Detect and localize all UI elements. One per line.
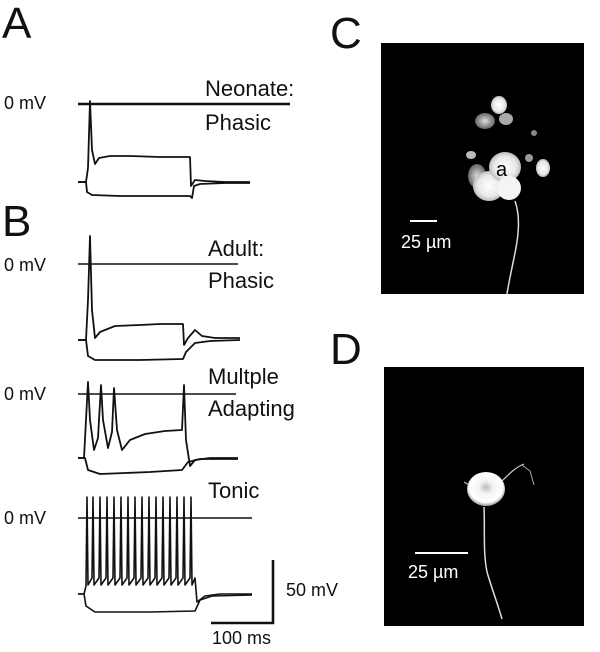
panel-d-micrograph: 25 µm bbox=[384, 367, 584, 626]
panel-b2-depolarizing-trace bbox=[78, 381, 238, 467]
panel-a-letter: A bbox=[2, 0, 32, 48]
panel-d-scale-label: 25 µm bbox=[408, 562, 459, 582]
voltage-traces bbox=[78, 100, 290, 625]
panel-b2-zero-mv-label: 0 mV bbox=[4, 384, 47, 404]
panel-b2-traces bbox=[78, 381, 238, 475]
panel-b1-trace-label-1: Adult: bbox=[208, 236, 265, 261]
panel-b3-traces bbox=[78, 496, 253, 613]
panel-b3-zero-mv-label: 0 mV bbox=[4, 508, 47, 528]
panel-b1-zero-mv-label: 0 mV bbox=[4, 255, 47, 275]
panel-c-neuron-image bbox=[410, 96, 550, 294]
panel-a-depolarizing-trace bbox=[78, 100, 250, 187]
scale-bar-time-label: 100 ms bbox=[212, 628, 272, 648]
panel-a-hyperpolarizing-trace bbox=[78, 181, 250, 199]
panel-a-trace-label-1: Neonate: bbox=[205, 76, 295, 101]
panel-c-scale-label: 25 µm bbox=[401, 232, 452, 252]
scale-bar bbox=[211, 560, 275, 625]
panel-b-letter: B bbox=[2, 197, 32, 246]
scale-bar-voltage-label: 50 mV bbox=[286, 580, 339, 600]
panel-b3-spike-train bbox=[78, 496, 252, 603]
panel-b2-trace-label-2: Adapting bbox=[208, 396, 295, 421]
panel-d-letter: D bbox=[330, 325, 362, 374]
panel-c-letter: C bbox=[330, 9, 362, 58]
panel-b2-trace-label-1: Multple bbox=[208, 364, 279, 389]
panel-b3-hyperpolarizing-trace bbox=[78, 593, 253, 613]
panel-a-trace-label-2: Phasic bbox=[205, 110, 272, 135]
panel-a-traces bbox=[78, 100, 290, 199]
panel-a-zero-mv-label: 0 mV bbox=[4, 93, 47, 113]
panel-b3-trace-label-1: Tonic bbox=[208, 478, 260, 503]
panel-b1-hyperpolarizing-trace bbox=[78, 339, 241, 361]
panel-b1-depolarizing-trace bbox=[78, 235, 240, 346]
panel-b1-trace-label-2: Phasic bbox=[208, 268, 275, 293]
panel-b2-hyperpolarizing-trace bbox=[78, 457, 238, 475]
panel-c-micrograph: a 25 µm bbox=[381, 43, 584, 294]
panel-b1-traces bbox=[78, 235, 241, 361]
panel-d-neuron-image bbox=[415, 463, 535, 620]
panel-c-cell-label: a bbox=[496, 159, 508, 181]
